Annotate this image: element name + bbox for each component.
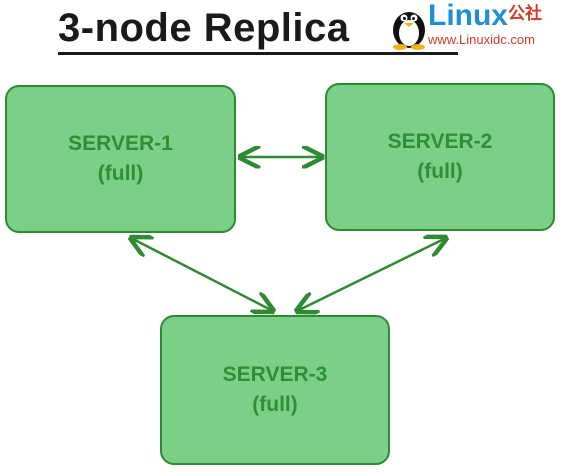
logo-brand-text: Linux公社	[428, 0, 542, 34]
server-1-node: SERVER-1 (full)	[5, 85, 236, 233]
server-1-label: SERVER-1	[68, 132, 173, 155]
server-2-node: SERVER-2 (full)	[325, 83, 555, 231]
connection-server1-server3	[131, 238, 273, 311]
linuxidc-watermark-logo: Linux公社 www.Linuxidc.com	[388, 0, 560, 54]
connection-server2-server3	[297, 238, 446, 311]
server-2-role: (full)	[417, 160, 463, 183]
logo-brand: Linux	[428, 0, 508, 32]
server-3-label: SERVER-3	[222, 363, 328, 386]
diagram-title: 3-node Replica	[58, 6, 350, 50]
server-3-role: (full)	[252, 393, 298, 416]
server-2-label: SERVER-2	[387, 130, 493, 153]
logo-url: www.Linuxidc.com	[428, 32, 535, 47]
title-underline	[58, 52, 458, 55]
server-1-role: (full)	[97, 162, 144, 185]
logo-brand-cn: 公社	[508, 4, 542, 23]
tux-penguin-icon	[393, 12, 425, 50]
server-3-node: SERVER-3 (full)	[160, 315, 390, 465]
